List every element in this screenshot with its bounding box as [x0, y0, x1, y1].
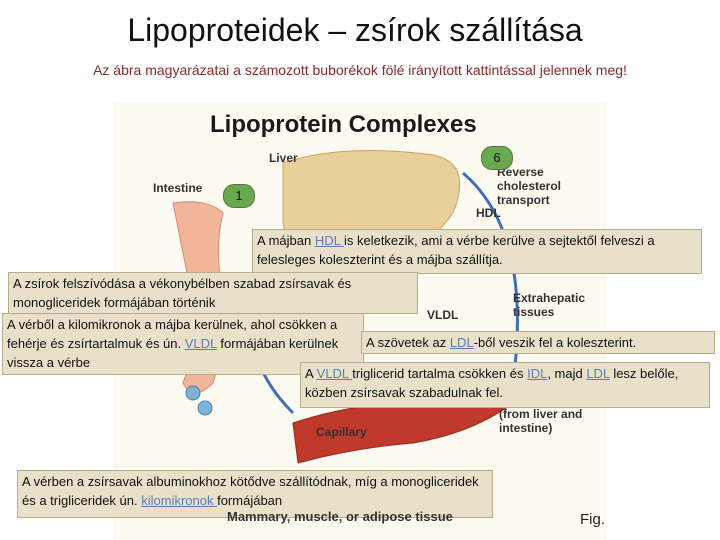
kilomikron-link[interactable]: kilomikronok	[141, 493, 218, 508]
hdl-label: HDL	[476, 206, 501, 220]
callout-vldl-post: lesz belőle, közben zsírsavak szabadulna…	[305, 366, 679, 400]
slide-subtitle: Az ábra magyarázatai a számozott buborék…	[93, 62, 627, 78]
callout-hdl: A májban HDL is keletkezik, ami a vérbe …	[252, 229, 702, 274]
reverse-transport-label: Reverse cholesterol transport	[497, 165, 562, 207]
info-bubble-6[interactable]: 6	[481, 146, 513, 170]
callout-hdl-post: is keletkezik, ami a vérbe kerülve a sej…	[257, 233, 655, 267]
callout-ldl-pre: A szövetek az	[366, 335, 450, 350]
hdl-link[interactable]: HDL	[314, 233, 344, 248]
vldl-link[interactable]: VLDL	[184, 336, 217, 351]
ldl-link[interactable]: LDL	[449, 335, 474, 350]
callout-absorption: A zsírok felszívódása a vékonybélben sza…	[8, 272, 418, 314]
bottom-tissue-label: Mammary, muscle, or adipose tissue	[227, 509, 453, 524]
ldl-link-2[interactable]: LDL	[586, 366, 610, 381]
callout-vldl-pre: A	[305, 366, 317, 381]
callout-hdl-pre: A májban	[257, 233, 315, 248]
vldl-link-2[interactable]: VLDL	[316, 366, 353, 381]
callout-vldl-mid2: , majd	[547, 366, 587, 381]
capillary-label: Capillary	[316, 425, 367, 439]
figure-number-label: Fig.	[580, 511, 606, 528]
callout-vldl: A VLDL triglicerid tartalma csökken és I…	[300, 362, 710, 408]
callout-blood-pre: A vérben a zsírsavak albuminokhoz kötődv…	[22, 474, 479, 508]
callout-ldl-post: -ből veszik fel a koleszterint.	[473, 335, 637, 350]
callout-ldl: A szövetek az LDL-ből veszik fel a koles…	[361, 331, 715, 354]
intestine-label: Intestine	[153, 181, 203, 195]
callout-blood-post: formájában	[217, 493, 283, 508]
callout-chylomicron: A vérből a kilomikronok a májba kerülnek…	[2, 313, 364, 375]
callout-blood-transport: A vérben a zsírsavak albuminokhoz kötődv…	[17, 470, 493, 518]
callout-chylomicron-pre: A vérből a kilomikronok a májba kerülnek…	[7, 317, 338, 351]
slide-title: Lipoproteidek – zsírok szállítása	[127, 12, 583, 48]
info-bubble-1[interactable]: 1	[223, 184, 255, 208]
liver-label: Liver	[269, 151, 298, 165]
callout-vldl-mid1: triglicerid tartalma csökken és	[352, 366, 528, 381]
callout-absorption-text: A zsírok felszívódása a vékonybélben sza…	[13, 276, 352, 310]
figure-title: Lipoprotein Complexes	[210, 111, 477, 138]
extrahepatic-label: Extrahepatic tissues	[513, 291, 586, 319]
vldl-label: VLDL	[427, 308, 459, 322]
callout-chylomicron-post: formájában kerülnek vissza a vérbe	[7, 336, 339, 370]
idl-link[interactable]: IDL	[527, 366, 548, 381]
